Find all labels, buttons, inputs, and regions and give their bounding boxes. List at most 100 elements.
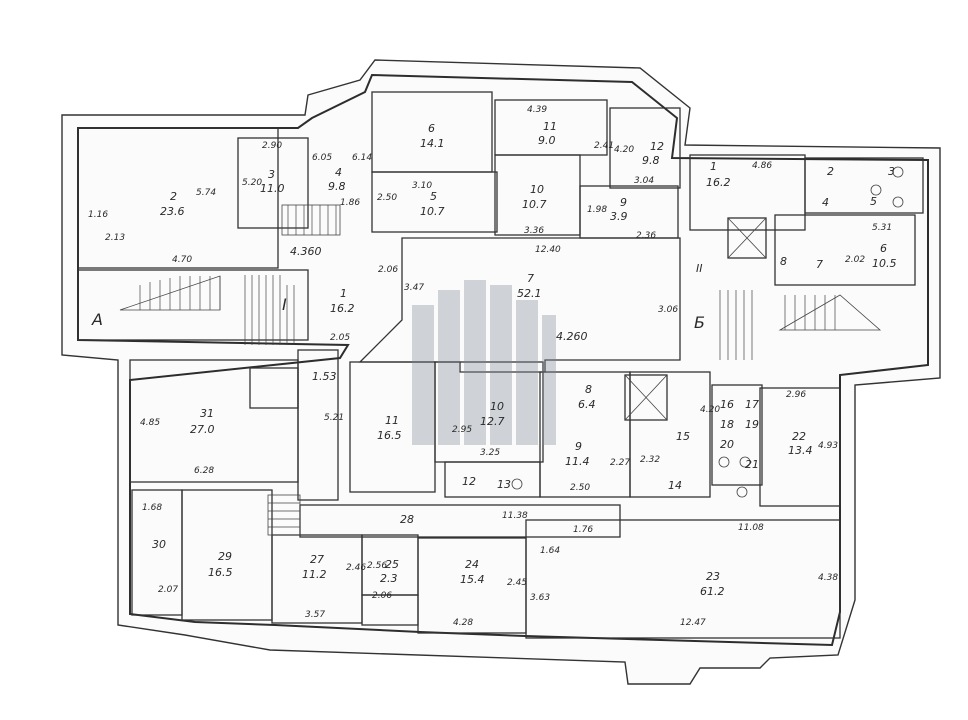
dimension: 4.93 — [818, 441, 838, 451]
room-number: 31 — [200, 407, 214, 420]
room-number: 3 — [268, 168, 275, 181]
dimension: 2.56 — [367, 561, 387, 571]
staircase-lower — [267, 494, 301, 536]
section-label-a: А — [91, 310, 103, 329]
room-number: 17 — [745, 398, 759, 411]
room-number: 29 — [218, 550, 232, 563]
dimension: 4.70 — [172, 255, 192, 265]
dimension: 6.14 — [352, 153, 372, 163]
room-area: 9.8 — [642, 154, 660, 167]
dimension: 11.38 — [502, 511, 528, 521]
dimension: 3.63 — [530, 593, 550, 603]
dimension: 1.68 — [142, 503, 162, 513]
room-area: 9.8 — [328, 180, 346, 193]
dimension: 4.38 — [818, 573, 838, 583]
room-area: 11.4 — [565, 455, 590, 468]
dimension: 4.20 — [700, 405, 720, 415]
room-number: 22 — [792, 430, 806, 443]
room-area: 10.7 — [522, 198, 547, 211]
dimension: 2.32 — [640, 455, 660, 465]
dimension: 2.50 — [570, 483, 590, 493]
dimension: 3.06 — [658, 305, 678, 315]
staircase-top — [281, 204, 341, 236]
room-area: 61.2 — [700, 585, 725, 598]
dimension: 4.86 — [752, 161, 772, 171]
room-area: 13.4 — [788, 444, 813, 457]
toilet-fixtures — [511, 166, 904, 498]
room-number: 21 — [745, 458, 759, 471]
room-number: 27 — [310, 553, 324, 566]
room-number: 30 — [152, 538, 166, 551]
dimension: 2.36 — [636, 231, 656, 241]
dimension: 2.90 — [262, 141, 282, 151]
dimension: 2.45 — [507, 578, 527, 588]
room-number: 1 — [710, 160, 717, 173]
room-number: 10 — [530, 183, 544, 196]
dimension: 12.47 — [680, 618, 706, 628]
room-area: 9.0 — [538, 134, 556, 147]
dimension: 3.36 — [524, 226, 544, 236]
room-number: 2 — [827, 165, 834, 178]
room-number: 19 — [745, 418, 759, 431]
room-number: 12 — [650, 140, 664, 153]
dimension: 1.64 — [540, 546, 560, 556]
dimension: 5.21 — [324, 413, 344, 423]
room-number: 15 — [676, 430, 690, 443]
room-area: 10.5 — [872, 257, 897, 270]
room-area: 10.7 — [420, 205, 445, 218]
room-area: 11.0 — [260, 182, 285, 195]
dimension: 1.86 — [340, 198, 360, 208]
dimension: 3.25 — [480, 448, 500, 458]
staircase-a — [119, 275, 221, 311]
room-number: 16 — [720, 398, 734, 411]
room-number: 18 — [720, 418, 734, 431]
dimensions: 2.90 5.20 3.10 2.50 4.39 2.41 4.20 3.04 … — [88, 105, 892, 628]
dimension: 2.02 — [845, 255, 865, 265]
section-label-i: I — [282, 295, 287, 314]
dimension: 2.95 — [452, 425, 472, 435]
room-number: 1.53 — [312, 370, 337, 383]
dimension: 4.85 — [140, 418, 160, 428]
dimension: 1.76 — [573, 525, 593, 535]
room-area: 6.4 — [578, 398, 596, 411]
room-area: 16.5 — [377, 429, 402, 442]
room-number: 6 — [880, 242, 887, 255]
dimension: 5.20 — [242, 178, 262, 188]
elevation-mark: 4.260 — [556, 330, 588, 343]
room-number: 23 — [706, 570, 720, 583]
room-number: 25 — [385, 558, 399, 571]
dimension: 3.57 — [305, 610, 325, 620]
room-labels: 1 16.2 1 16.2 2 23.6 3 11.0 4 9.8 5 10.7… — [160, 120, 897, 598]
room-number: 3 — [888, 165, 895, 178]
staircase-i — [244, 275, 295, 345]
dimension: 2.41 — [594, 141, 614, 151]
elevator-shaft-upper — [727, 217, 767, 259]
room-area: 16.2 — [330, 302, 355, 315]
dimension: 2.07 — [158, 585, 178, 595]
room-area: 52.1 — [517, 287, 542, 300]
room-number: 4 — [335, 166, 342, 179]
room-area: 12.7 — [480, 415, 505, 428]
dimension: 2.46 — [346, 563, 366, 573]
room-area: 16.2 — [706, 176, 731, 189]
staircase-b — [719, 290, 882, 360]
room-number: 28 — [400, 513, 414, 526]
dimension: 2.06 — [372, 591, 392, 601]
room-number: 2 — [170, 190, 177, 203]
room-numbers: 2 3 4 5 7 8 12 13 14 15 16 17 18 19 20 2… — [152, 165, 895, 551]
room-number: 5 — [430, 190, 437, 203]
dimension: 2.50 — [377, 193, 397, 203]
dimension: 6.28 — [194, 466, 214, 476]
room-number: 24 — [465, 558, 479, 571]
room-number: 10 — [490, 400, 504, 413]
room-number: 12 — [462, 475, 476, 488]
dimension: 12.40 — [535, 245, 561, 255]
dimension: 2.13 — [105, 233, 125, 243]
room-area: 27.0 — [190, 423, 215, 436]
dimension: 3.47 — [404, 283, 424, 293]
watermark-logo — [412, 280, 556, 445]
room-area: 2.3 — [380, 572, 398, 585]
dimension: 1.16 — [88, 210, 108, 220]
room-number: 7 — [816, 258, 823, 271]
